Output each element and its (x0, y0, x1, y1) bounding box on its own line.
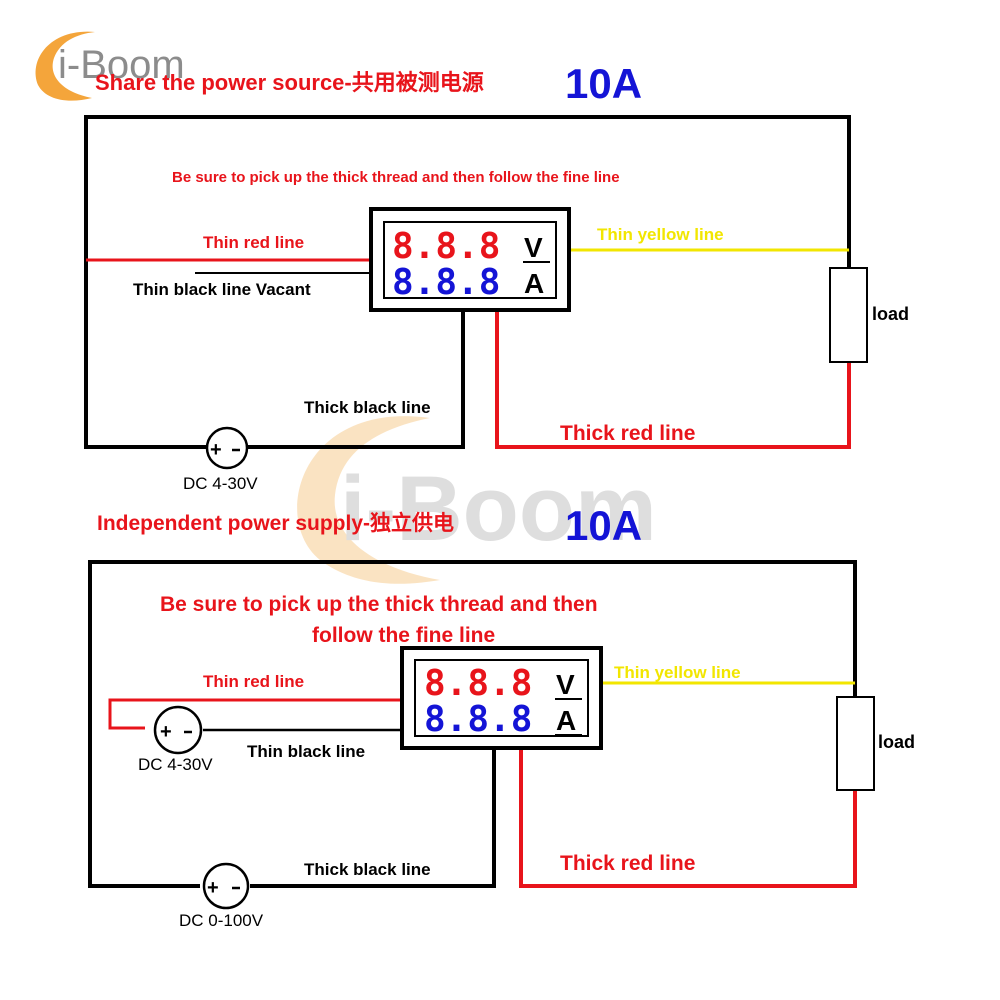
diagram-independent-power: Independent power supply-独立供电 10A load 8… (88, 502, 915, 930)
voltage-unit: V (556, 669, 575, 700)
current-rating: 10A (565, 502, 642, 549)
thin-red-line-label: Thin red line (203, 672, 304, 691)
instruction-note: Be sure to pick up the thick thread and … (172, 169, 620, 186)
thick-red-line-label: Thick red line (560, 422, 695, 445)
meter-display-window (383, 221, 557, 299)
thick-red-wire (495, 311, 851, 449)
brand-logo: i-Boom (35, 31, 185, 101)
current-digits: 8.8.8 (392, 262, 500, 303)
instruction-note-line2: follow the fine line (312, 624, 495, 647)
voltage-unit: V (524, 232, 543, 263)
thick-black-line-label: Thick black line (304, 398, 431, 417)
thick-black-wire (250, 748, 496, 888)
current-unit: A (524, 268, 544, 299)
load-label: load (878, 732, 915, 752)
diagram-shared-power: Share the power source-共用被测电源 10A load 8… (84, 60, 909, 493)
power-source-icon (205, 426, 249, 470)
thick-black-line-label: Thick black line (304, 860, 431, 879)
thin-black-line-label: Thin black line Vacant (133, 280, 311, 299)
load-resistor (836, 696, 875, 791)
current-unit: A (556, 705, 576, 736)
diagram-title: Independent power supply-独立供电 (97, 511, 454, 535)
outer-black-wire (88, 560, 857, 888)
load-power-source-icon (202, 862, 250, 910)
thin-yellow-line-label: Thin yellow line (597, 225, 724, 244)
load-resistor (829, 267, 868, 363)
outer-black-wire (84, 115, 851, 449)
plus-terminal-icon: + (207, 877, 219, 899)
voltage-digits: 8.8.8 (392, 226, 500, 267)
diagram-title: Share the power source-共用被测电源 (95, 70, 484, 95)
thin-red-wire (108, 698, 402, 730)
watermark-text: i-Boom (340, 458, 657, 560)
logo-swoosh-icon (35, 31, 95, 101)
thin-black-line-label: Thin black line (247, 742, 365, 761)
logo-text: i-Boom (58, 43, 185, 87)
thin-red-line-label: Thin red line (203, 233, 304, 252)
current-digits: 8.8.8 (424, 699, 532, 740)
plus-terminal-icon: + (160, 721, 172, 743)
current-rating: 10A (565, 60, 642, 107)
thin-yellow-line-label: Thin yellow line (614, 663, 741, 682)
watermark-swoosh-icon (297, 416, 440, 584)
thick-black-wire (245, 311, 465, 449)
thick-red-wire (519, 748, 857, 888)
watermark: i-Boom (297, 416, 657, 584)
source-voltage-label: DC 4-30V (183, 474, 258, 493)
instruction-note-line1: Be sure to pick up the thick thread and … (160, 593, 598, 616)
load-label: load (872, 304, 909, 324)
meter-source-voltage-label: DC 4-30V (138, 755, 213, 774)
load-source-voltage-label: DC 0-100V (179, 911, 264, 930)
voltage-digits: 8.8.8 (424, 663, 532, 704)
meter-power-source-icon (153, 705, 203, 755)
thick-red-line-label: Thick red line (560, 852, 695, 875)
plus-terminal-icon: + (210, 439, 222, 461)
